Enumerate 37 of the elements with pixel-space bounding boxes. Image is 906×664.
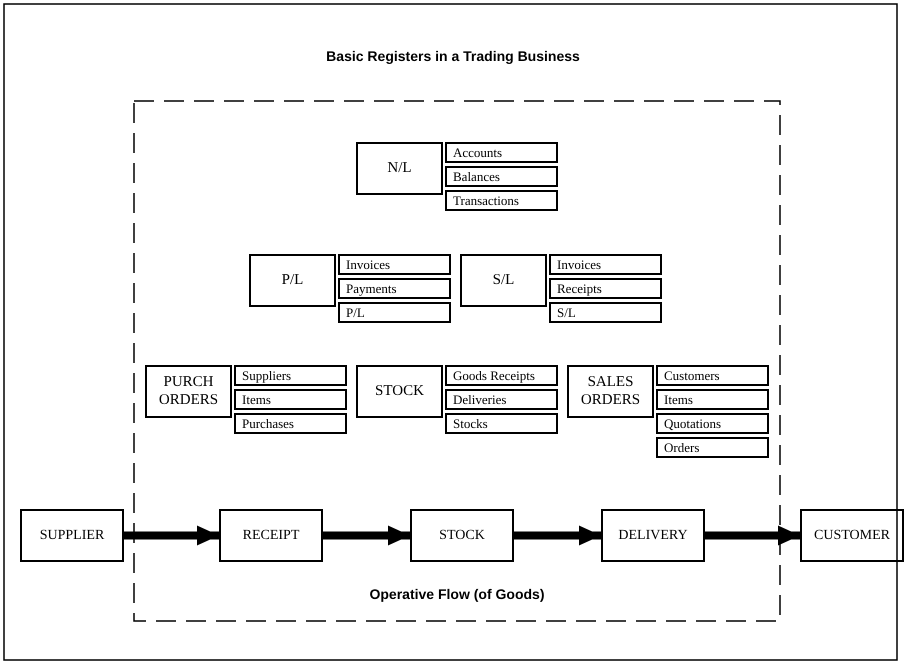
field-box: Orders: [656, 437, 769, 458]
field-box: Payments: [338, 278, 451, 299]
register-box: N/L: [356, 142, 443, 195]
field-box: Balances: [445, 166, 558, 187]
diagram-title: Basic Registers in a Trading Business: [325, 48, 581, 64]
field-box: Items: [656, 389, 769, 410]
field-box: Accounts: [445, 142, 558, 163]
field-box: Items: [234, 389, 347, 410]
arrow: [514, 526, 601, 546]
register-box: S/L: [460, 254, 547, 307]
field-box: Receipts: [549, 278, 662, 299]
process-box: SUPPLIER: [20, 509, 124, 562]
field-box: Quotations: [656, 413, 769, 434]
register-box: STOCK: [356, 365, 443, 418]
field-box: S/L: [549, 302, 662, 323]
arrow: [323, 526, 410, 546]
field-box: Transactions: [445, 190, 558, 211]
dashed-region: [133, 100, 781, 622]
arrow: [124, 526, 219, 546]
field-box: Goods Receipts: [445, 365, 558, 386]
process-box: CUSTOMER: [800, 509, 904, 562]
field-box: Invoices: [338, 254, 451, 275]
process-box: STOCK: [410, 509, 514, 562]
region-caption: Operative Flow (of Goods): [368, 586, 546, 602]
arrow: [705, 526, 800, 546]
field-box: Invoices: [549, 254, 662, 275]
field-box: Suppliers: [234, 365, 347, 386]
field-box: Deliveries: [445, 389, 558, 410]
register-box: P/L: [249, 254, 336, 307]
field-box: P/L: [338, 302, 451, 323]
register-box: SALES ORDERS: [567, 365, 654, 418]
register-box: PURCH ORDERS: [145, 365, 232, 418]
field-box: Customers: [656, 365, 769, 386]
process-box: DELIVERY: [601, 509, 705, 562]
field-box: Stocks: [445, 413, 558, 434]
process-box: RECEIPT: [219, 509, 323, 562]
field-box: Purchases: [234, 413, 347, 434]
